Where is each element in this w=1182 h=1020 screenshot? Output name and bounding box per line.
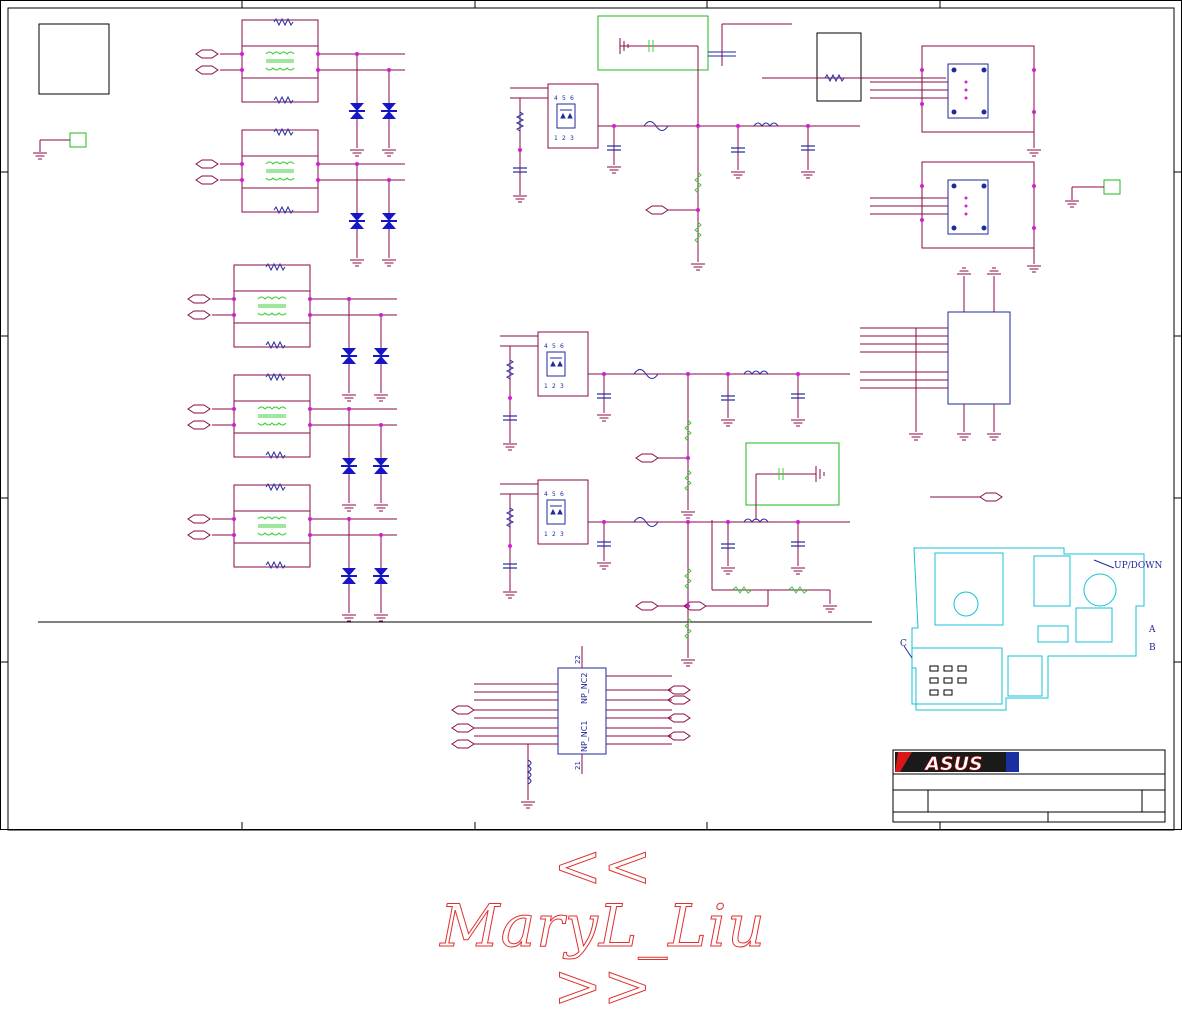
lan-magnetics-block-2 <box>196 129 405 266</box>
fet-pin-label: 6 <box>570 95 574 102</box>
switch-connector-2 <box>870 162 1041 272</box>
fet-pin-label: 2 <box>562 135 566 142</box>
fet-pin-label: 1 <box>544 531 548 538</box>
board-locator-pcb <box>903 547 1145 711</box>
locator-label-up-down: UP/DOWN <box>1114 561 1163 571</box>
highlight-cap-group-2 <box>745 442 840 520</box>
lan-magnetics-block-1 <box>195 18 405 157</box>
fet-pin-label: 2 <box>552 383 556 390</box>
locator-label-a: A <box>1148 625 1156 635</box>
fet-pin-label: 5 <box>562 95 566 102</box>
fet-pin-label: 4 <box>544 343 548 350</box>
locator-label-c: C <box>900 639 907 649</box>
ic-block-right <box>860 267 1011 441</box>
switch-connector-1 <box>870 45 1042 157</box>
sheet-frame <box>0 0 1182 831</box>
lan-magnetics-block-4 <box>188 374 397 511</box>
blank-note-box <box>38 23 110 95</box>
fet-pin-label: 5 <box>552 491 556 498</box>
ground-test-point-left <box>32 132 87 160</box>
series-resistor-box <box>762 32 946 102</box>
pin-22-label: 22 <box>574 655 582 664</box>
lan-magnetics-block-5 <box>188 484 397 621</box>
feedback-divider <box>683 520 838 613</box>
fet-pin-label: 4 <box>544 491 548 498</box>
power-switch-stage-3 <box>500 480 850 666</box>
output-net-right <box>930 492 1003 502</box>
np-nc1-label: NP_NC1 <box>580 721 589 752</box>
fet-pin-label: 1 <box>554 135 558 142</box>
fet-pin-label: 3 <box>570 135 574 142</box>
lan-magnetics-block-3 <box>188 264 397 401</box>
np-nc2-label: NP_NC2 <box>580 673 589 704</box>
pin-21-label: 21 <box>574 761 582 770</box>
fet-pin-label: 1 <box>544 383 548 390</box>
svg-text:ASUS: ASUS <box>923 753 983 775</box>
ground-test-point-right <box>1064 179 1121 208</box>
top-wire <box>708 23 792 66</box>
fet-pin-label: 6 <box>560 491 564 498</box>
fet-pin-label: 3 <box>560 383 564 390</box>
asus-logo: ASUS <box>895 752 1019 775</box>
fet-pin-label: 4 <box>554 95 558 102</box>
locator-label-b: B <box>1149 643 1156 653</box>
fet-pin-label: 6 <box>560 343 564 350</box>
highlight-cap-group-1 <box>597 15 709 126</box>
board-to-board-connector <box>451 646 691 809</box>
author-signature: << MaryL_Liu >> <box>440 832 766 1020</box>
fet-pin-label: 3 <box>560 531 564 538</box>
schematic-sheet: UP/DOWN A B C NP_NC2 NP_NC1 22 21 <box>0 0 1182 831</box>
power-switch-stage-1 <box>510 83 860 271</box>
fet-pin-label: 5 <box>552 343 556 350</box>
title-block <box>892 749 1166 823</box>
fet-pin-label: 2 <box>552 531 556 538</box>
